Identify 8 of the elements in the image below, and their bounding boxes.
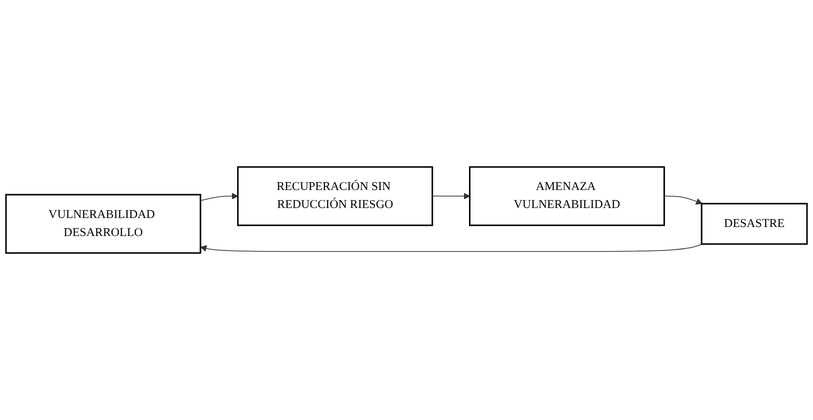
arrow [200,244,703,252]
arrow [200,192,238,201]
node-box: DESASTRE [700,202,808,245]
node-box: AMENAZA VULNERABILIDAD [469,166,665,226]
arrow [432,192,470,200]
arrow [664,196,702,205]
node-box: RECUPERACIÓN SIN REDUCCIÓN RIESGO [237,166,434,226]
node-box: VULNERABILIDAD DESARROLLO [5,194,202,254]
